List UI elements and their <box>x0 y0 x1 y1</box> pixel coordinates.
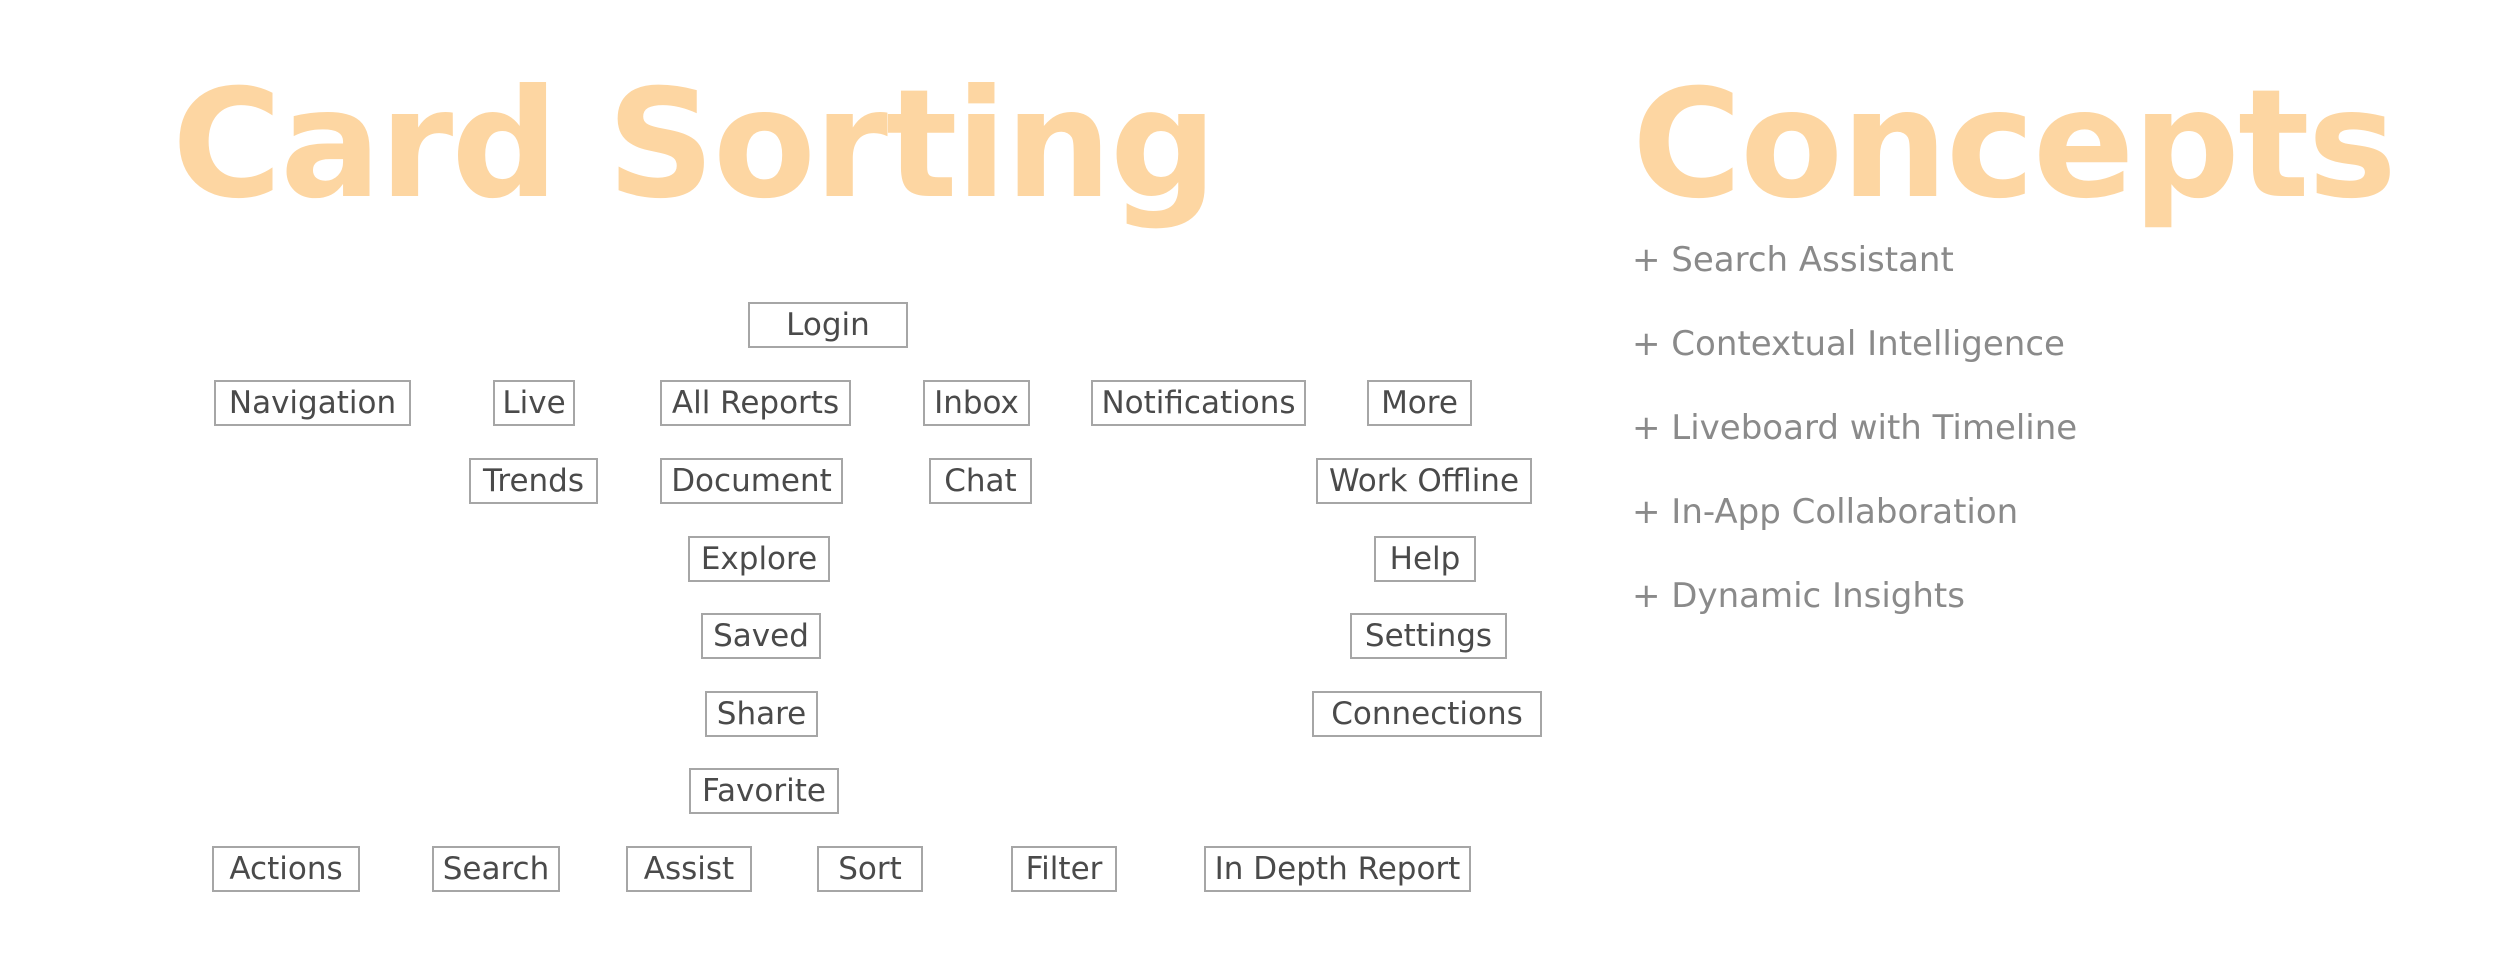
card-trends: Trends <box>469 458 598 504</box>
card-help: Help <box>1374 536 1476 582</box>
card-sort: Sort <box>817 846 923 892</box>
card-document: Document <box>660 458 843 504</box>
card-actions: Actions <box>212 846 360 892</box>
concept-item: + Search Assistant <box>1632 240 1954 280</box>
card-more: More <box>1367 380 1472 426</box>
card-chat: Chat <box>929 458 1032 504</box>
card-navigation: Navigation <box>214 380 411 426</box>
card-sorting-title: Card Sorting <box>172 58 1217 232</box>
card-saved: Saved <box>701 613 821 659</box>
card-all-reports: All Reports <box>660 380 851 426</box>
card-settings: Settings <box>1350 613 1507 659</box>
concept-item: + Contextual Intelligence <box>1632 324 2065 364</box>
card-connections: Connections <box>1312 691 1542 737</box>
card-live: Live <box>493 380 575 426</box>
card-notifications: Notifications <box>1091 380 1306 426</box>
concepts-title: Concepts <box>1632 58 2397 232</box>
card-login: Login <box>748 302 908 348</box>
card-explore: Explore <box>688 536 830 582</box>
card-filter: Filter <box>1011 846 1117 892</box>
concept-item: + Dynamic Insights <box>1632 576 1965 616</box>
card-inbox: Inbox <box>923 380 1030 426</box>
card-share: Share <box>705 691 818 737</box>
concepts-list: + Search Assistant + Contextual Intellig… <box>1632 240 2077 660</box>
card-work-offline: Work Offline <box>1316 458 1532 504</box>
card-assist: Assist <box>626 846 752 892</box>
concept-item: + Liveboard with Timeline <box>1632 408 2078 448</box>
card-in-depth-report: In Depth Report <box>1204 846 1471 892</box>
card-favorite: Favorite <box>689 768 839 814</box>
card-search: Search <box>432 846 560 892</box>
concept-item: + In-App Collaboration <box>1632 492 2019 532</box>
